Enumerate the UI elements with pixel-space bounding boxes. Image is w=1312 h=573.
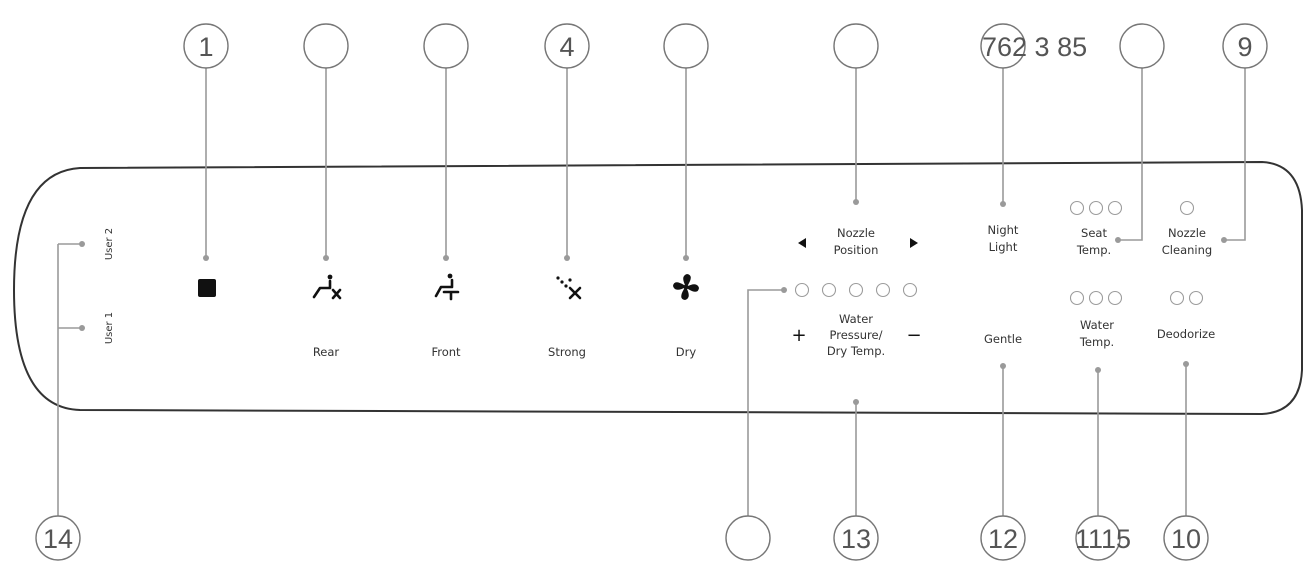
callout-14: 14	[35, 241, 85, 561]
strong-spray-icon[interactable]	[556, 276, 582, 300]
water-pressure-line1: Water	[839, 312, 873, 326]
callout-5	[663, 23, 709, 261]
user-2-label: User 2	[104, 228, 115, 260]
seat-temp-line1[interactable]: Seat	[1081, 226, 1107, 240]
callout-2	[303, 23, 349, 261]
callout-number-4: 4	[559, 32, 574, 62]
nozzle-cleaning-line1[interactable]: Nozzle	[1168, 226, 1206, 240]
callout-10: 10	[1163, 361, 1209, 561]
fan-dry-icon[interactable]	[673, 274, 699, 300]
callout-8	[1115, 23, 1165, 243]
panel-outline	[12, 160, 1303, 416]
callout-13: 13	[833, 399, 879, 561]
gentle-label[interactable]: Gentle	[984, 332, 1022, 346]
water-temp-line1[interactable]: Water	[1080, 318, 1114, 332]
strong-label: Strong	[548, 345, 586, 359]
nozzle-position-line1: Nozzle	[837, 226, 875, 240]
callout-number-10: 10	[1171, 524, 1201, 554]
callout-3	[423, 23, 469, 261]
water-pressure-line3: Dry Temp.	[827, 344, 885, 358]
callout-number-9: 9	[1237, 32, 1252, 62]
callout-11	[1075, 367, 1121, 561]
arrow-left-icon[interactable]	[798, 238, 806, 248]
callout-6	[833, 23, 879, 205]
callout-number-13: 13	[841, 524, 871, 554]
seat-temp-line2[interactable]: Temp.	[1076, 243, 1111, 257]
water-temp-line2[interactable]: Temp.	[1079, 335, 1114, 349]
nozzle-position-line2: Position	[834, 243, 879, 257]
night-light-line2[interactable]: Light	[989, 240, 1018, 254]
arrow-right-icon[interactable]	[910, 238, 918, 248]
nozzle-cleaning-line2[interactable]: Cleaning	[1162, 243, 1212, 257]
callout-9: 9	[1221, 23, 1268, 243]
callout-number-12: 12	[988, 524, 1018, 554]
water-pressure-line2: Pressure/	[830, 328, 883, 342]
callout-1: 1	[183, 23, 229, 261]
callout-led-row	[725, 287, 787, 561]
front-label: Front	[431, 345, 461, 359]
callout-number-1: 1	[198, 32, 213, 62]
stray-bottom-numbers: 1115	[1075, 524, 1131, 554]
rear-wash-icon[interactable]	[312, 274, 342, 300]
minus-button[interactable]: −	[906, 325, 921, 346]
nozzle-cleaning-led	[1179, 200, 1195, 216]
plus-button[interactable]: +	[791, 325, 806, 346]
deodorize-led-row	[1169, 290, 1204, 306]
rear-label: Rear	[313, 345, 340, 359]
user-1-label: User 1	[104, 312, 115, 344]
stop-square-icon[interactable]	[198, 279, 216, 297]
callout-number-14: 14	[43, 524, 73, 554]
seat-temp-led-row	[1069, 200, 1123, 216]
callout-4: 4	[544, 23, 590, 261]
front-wash-icon[interactable]	[434, 273, 460, 301]
callout-12: 12	[980, 363, 1026, 561]
dry-label: Dry	[676, 345, 697, 359]
night-light-line1[interactable]: Night	[988, 223, 1019, 237]
deodorize-label[interactable]: Deodorize	[1157, 327, 1215, 341]
water-temp-led-row	[1069, 290, 1123, 306]
stray-top-numbers: 762 3 85	[982, 32, 1087, 62]
pressure-led-row	[794, 282, 918, 298]
callout-7	[980, 23, 1026, 207]
